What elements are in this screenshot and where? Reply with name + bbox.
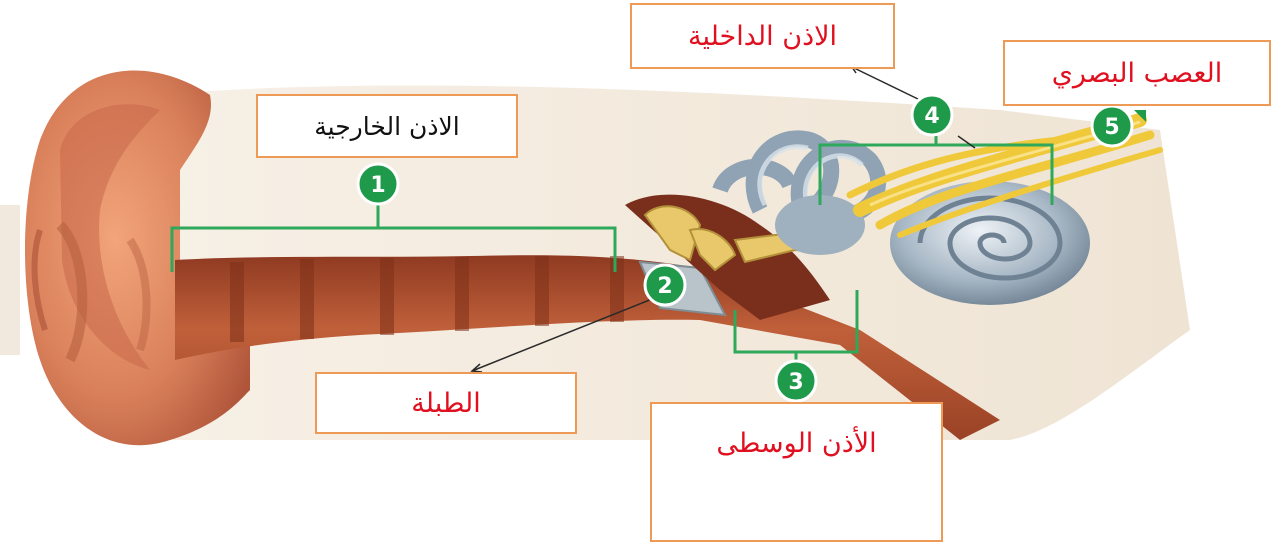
label-nerve-text: العصب البصري	[1052, 58, 1223, 89]
label-eardrum: الطبلة	[315, 372, 577, 434]
label-outer-ear-text: الاذن الخارجية	[314, 112, 459, 141]
badge-3-icon: 3	[776, 361, 816, 401]
label-nerve: العصب البصري	[1003, 40, 1271, 106]
badge-1-text: 1	[370, 173, 385, 198]
label-eardrum-text: الطبلة	[411, 388, 480, 419]
badge-2-icon: 2	[645, 265, 685, 305]
label-inner-ear: الاذن الداخلية	[630, 3, 895, 69]
label-middle-ear-text: الأذن الوسطى	[716, 428, 876, 459]
label-inner-ear-text: الاذن الداخلية	[688, 21, 837, 52]
badge-3-text: 3	[788, 370, 803, 395]
badge-2-text: 2	[657, 274, 672, 299]
badge-5-text: 5	[1104, 115, 1119, 140]
badge-4-icon: 4	[912, 95, 952, 135]
label-outer-ear: الاذن الخارجية	[256, 94, 518, 158]
badge-1-icon: 1	[358, 164, 398, 204]
badge-4-text: 4	[924, 104, 939, 129]
label-middle-ear: الأذن الوسطى	[650, 402, 943, 542]
